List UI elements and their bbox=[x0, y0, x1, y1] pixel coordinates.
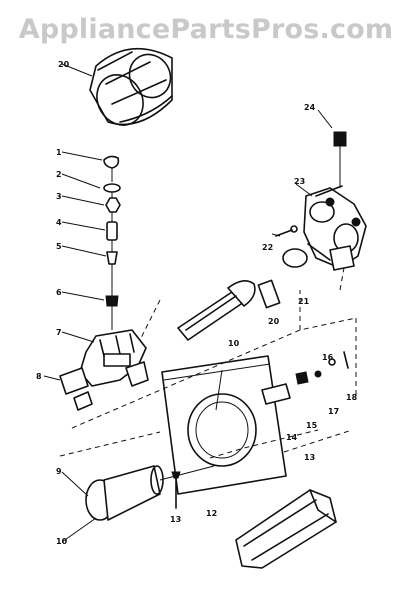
callout-3: 3 bbox=[56, 192, 62, 201]
part-knob-handle bbox=[85, 465, 215, 521]
callout-6: 6 bbox=[56, 288, 62, 297]
callout-19: 20 bbox=[58, 60, 70, 69]
callout-12: 12 bbox=[206, 509, 217, 518]
callout-15: 15 bbox=[306, 421, 318, 430]
part-pin bbox=[275, 225, 298, 237]
callout-leaders bbox=[61, 63, 313, 543]
part-stem-small bbox=[257, 279, 281, 309]
callout-13-screw: 13 bbox=[170, 515, 181, 524]
part-top-cap bbox=[317, 109, 347, 188]
callout-20: 20 bbox=[268, 317, 280, 326]
part-o-ring bbox=[282, 248, 308, 268]
callout-4: 4 bbox=[56, 218, 62, 227]
callout-16: 16 bbox=[322, 353, 334, 362]
callout-22: 22 bbox=[262, 243, 273, 252]
callout-23: 23 bbox=[294, 177, 305, 186]
part-small-fittings bbox=[261, 351, 349, 405]
callout-5: 5 bbox=[56, 242, 62, 251]
part-sleeve-drum bbox=[89, 47, 173, 126]
callout-8: 8 bbox=[36, 372, 42, 381]
assembly-dashed-lines bbox=[59, 267, 357, 459]
watermark-text: AppliancePartsPros.com bbox=[18, 14, 394, 45]
part-escutcheon-plate bbox=[161, 355, 287, 495]
callout-7: 7 bbox=[56, 328, 62, 337]
callout-2: 2 bbox=[56, 170, 62, 179]
callout-17: 17 bbox=[328, 407, 339, 416]
callout-1: 1 bbox=[56, 148, 62, 157]
part-handle-lever bbox=[177, 280, 256, 341]
callout-21: 21 bbox=[298, 297, 310, 306]
callout-10: 10 bbox=[228, 339, 240, 348]
part-tub-spout bbox=[235, 489, 337, 569]
callout-24: 24 bbox=[304, 103, 316, 112]
callout-10-lower: 10 bbox=[56, 537, 68, 546]
part-valve-body bbox=[43, 329, 149, 411]
callout-9: 9 bbox=[56, 467, 62, 476]
callout-labels: 20 1 2 3 4 5 6 7 8 9 10 10 12 13 13 14 1… bbox=[36, 60, 358, 546]
callout-14: 14 bbox=[286, 433, 298, 442]
callout-18: 18 bbox=[346, 393, 358, 402]
part-stack-stem-parts bbox=[103, 155, 121, 330]
callout-13: 13 bbox=[304, 453, 315, 462]
part-cartridge-assembly bbox=[303, 185, 367, 271]
